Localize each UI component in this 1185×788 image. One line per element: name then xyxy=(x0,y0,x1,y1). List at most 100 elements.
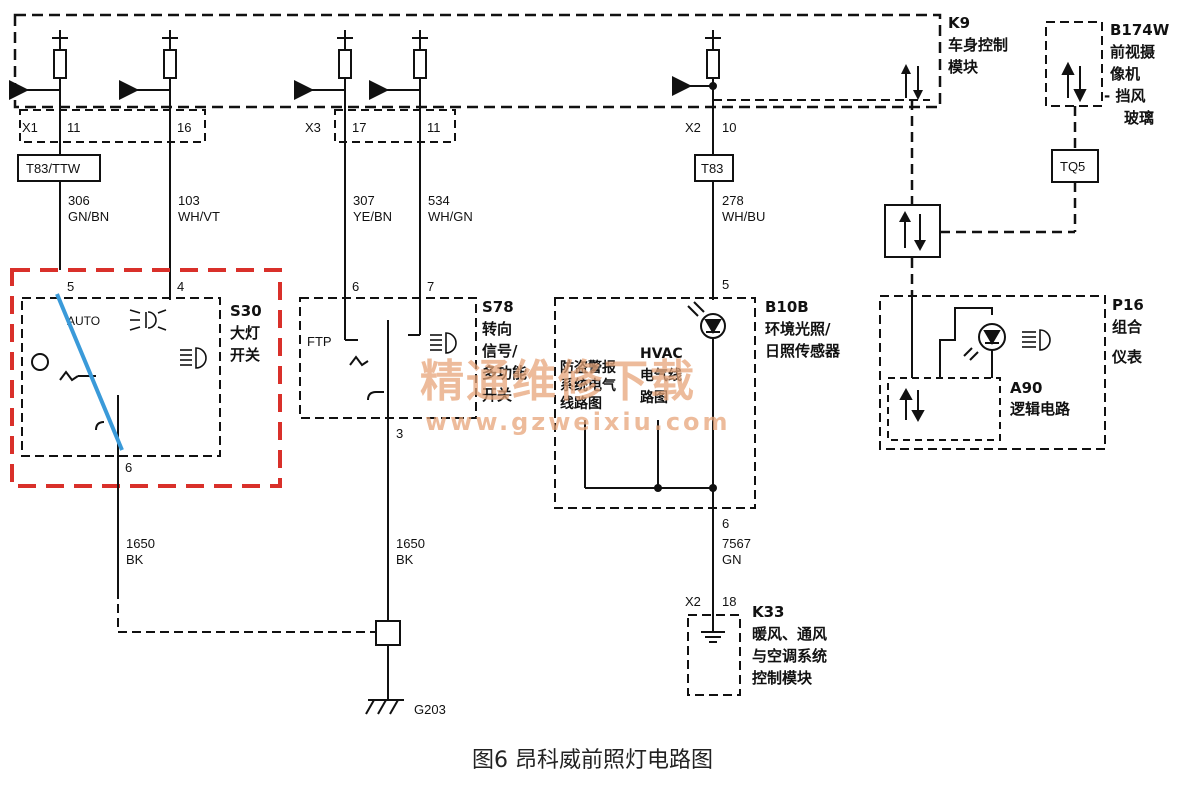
headlamp-icon xyxy=(180,347,207,369)
s78-name-line2: 信号/ xyxy=(482,342,518,360)
tag-t83: T83 xyxy=(701,161,723,176)
s30-switch: 5 4 AUTO S30 大灯 开关 6 xyxy=(10,268,282,488)
b10b-hvac-line3: 路图 xyxy=(640,389,668,406)
watermark-url: www.gzweixiu.com xyxy=(425,408,731,436)
b10b-hvac-line2: 电气线 xyxy=(640,367,682,384)
k9-pin-11: 11 xyxy=(67,120,81,135)
k9-id: K9 xyxy=(948,14,970,32)
connector-x3-box xyxy=(334,109,456,143)
b174w-id: B174W xyxy=(1110,21,1170,39)
connector-x2-label: X2 xyxy=(685,120,701,135)
ground-label: G203 xyxy=(414,702,446,717)
k33-module: X2 18 K33 暖风、通风 与空调系统 控制模块 xyxy=(685,594,827,696)
s30-pin-5: 5 xyxy=(67,279,74,294)
p16-cluster: A90 逻辑电路 P16 组合 仪表 xyxy=(879,295,1144,450)
b10b-sensor: 5 防盗警报 系统电气 线路图 HVAC 电气线 路图 B10B 环境光照/ 日… xyxy=(554,277,841,600)
s78-name-line4: 开关 xyxy=(482,386,512,404)
b174w-name-line3: - 挡风 xyxy=(1104,87,1145,105)
k9-serial-data-icon xyxy=(901,64,923,100)
connector-x1-box xyxy=(19,109,206,143)
k9-name-line1: 车身控制 xyxy=(948,36,1008,54)
low-beam-icon xyxy=(129,309,167,331)
p16-id: P16 xyxy=(1112,296,1144,314)
b10b-pin-5: 5 xyxy=(722,277,729,292)
k9-pin-17: 17 xyxy=(352,120,366,135)
tag-t83ttw: T83/TTW xyxy=(26,161,81,176)
wire-307-color: YE/BN xyxy=(353,209,392,224)
watermark-main: 精通维修下载 xyxy=(420,356,696,407)
highlight-box xyxy=(10,268,282,488)
tag-t83-box xyxy=(694,154,734,182)
b10b-name-line2: 日照传感器 xyxy=(765,342,841,360)
s78-pin-3: 3 xyxy=(396,426,403,441)
flash-to-pass-icon xyxy=(430,332,457,354)
ground-icon xyxy=(701,600,725,643)
serial-data-icon xyxy=(899,387,925,423)
ground-icon xyxy=(365,645,404,715)
wire-103-num: 103 xyxy=(178,193,200,208)
b174w-camera: B174W 前视摄 像机 - 挡风 玻璃 xyxy=(1045,21,1170,127)
tag-t83ttw-box xyxy=(17,154,101,182)
high-beam-indicator-icon xyxy=(963,323,1051,378)
k33-id: K33 xyxy=(752,603,785,621)
k33-name-line1: 暖风、通风 xyxy=(752,625,827,643)
s30-auto-label: AUTO xyxy=(67,314,100,328)
serial-data-icon xyxy=(1061,61,1087,103)
highlight-line xyxy=(55,293,124,451)
wire-306-color: GN/BN xyxy=(68,209,109,224)
s30-name-line2: 开关 xyxy=(230,346,260,364)
s78-name-line1: 转向 xyxy=(482,320,512,338)
k33-name-line3: 控制模块 xyxy=(752,669,813,687)
splice-box xyxy=(375,620,401,646)
photodiode-icon xyxy=(687,301,726,339)
a90-id: A90 xyxy=(1010,379,1042,397)
wire-1650b-color: BK xyxy=(396,552,414,567)
wire-534-color: WH/GN xyxy=(428,209,473,224)
s78-ftp-label: FTP xyxy=(307,334,332,349)
b10b-pin-6: 6 xyxy=(722,516,729,531)
connector-x3-label: X3 xyxy=(305,120,321,135)
b10b-id: B10B xyxy=(765,298,809,316)
wire-1650b-num: 1650 xyxy=(396,536,425,551)
k33-connector-label: X2 xyxy=(685,594,701,609)
s78-pin-7: 7 xyxy=(427,279,434,294)
s78-id: S78 xyxy=(482,298,514,316)
wire-307-num: 307 xyxy=(353,193,375,208)
off-position-icon xyxy=(31,353,49,371)
wire-103-color: WH/VT xyxy=(178,209,220,224)
s78-name-line3: 多功能 xyxy=(482,364,527,382)
wiring-diagram: K9 车身控制 模块 X1 X3 X2 xyxy=(8,13,1170,717)
b10b-ref-line2: 系统电气 xyxy=(560,377,616,394)
wire-1650a-color: BK xyxy=(126,552,144,567)
s30-name-line1: 大灯 xyxy=(230,324,260,342)
a90-name: 逻辑电路 xyxy=(1010,400,1071,418)
b10b-hvac-line1: HVAC xyxy=(640,346,683,362)
figure-caption: 图6 昂科威前照灯电路图 xyxy=(472,748,713,773)
b174w-name-line4: 玻璃 xyxy=(1124,109,1154,127)
k9-name-line2: 模块 xyxy=(948,58,979,76)
tag-tq5-box xyxy=(1051,149,1099,183)
wire-1650a-num: 1650 xyxy=(126,536,155,551)
b10b-ref-line3: 线路图 xyxy=(560,395,602,412)
tag-tq5: TQ5 xyxy=(1060,159,1085,174)
b174w-name-line1: 前视摄 xyxy=(1110,43,1156,61)
s78-pin-6: 6 xyxy=(352,279,359,294)
b10b-name-line1: 环境光照/ xyxy=(765,320,831,338)
b174w-name-line2: 像机 xyxy=(1110,65,1140,83)
s30-pin-6: 6 xyxy=(125,460,132,475)
k9-pin-11b: 11 xyxy=(427,120,441,135)
s30-pin-4: 4 xyxy=(177,279,184,294)
wire-278-num: 278 xyxy=(722,193,744,208)
k33-name-line2: 与空调系统 xyxy=(752,647,827,665)
b10b-ref-line1: 防盗警报 xyxy=(560,359,616,376)
k9-pin-16: 16 xyxy=(177,120,191,135)
p16-name-line2: 仪表 xyxy=(1111,348,1143,366)
serial-data-bus xyxy=(910,100,1077,295)
k9-pin-10: 10 xyxy=(722,120,736,135)
wire-534-num: 534 xyxy=(428,193,450,208)
s78-switch: 6 7 FTP S78 转向 信号/ 多功能 开关 3 xyxy=(299,279,527,700)
k9-pin-circuits xyxy=(8,30,930,340)
wiring-diagram-canvas: K9 车身控制 模块 X1 X3 X2 xyxy=(8,13,1170,717)
p16-name-line1: 组合 xyxy=(1112,318,1143,336)
wire-278-color: WH/BU xyxy=(722,209,765,224)
